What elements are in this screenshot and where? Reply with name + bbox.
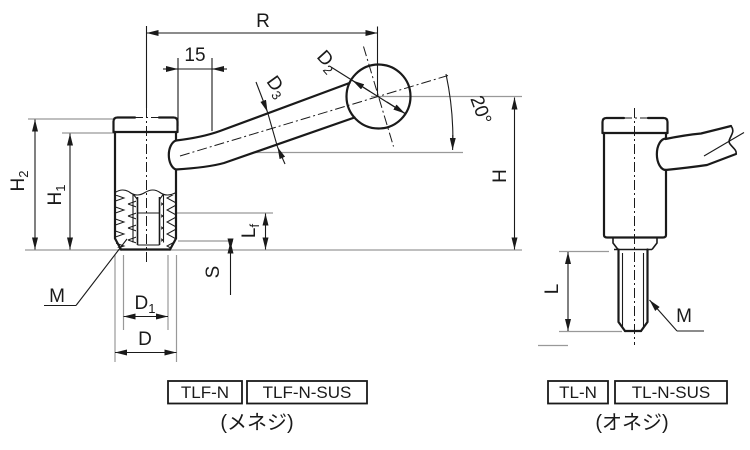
badge-tlf-n-sus-label: TLF-N-SUS: [263, 383, 352, 402]
label-M-side: M: [676, 306, 692, 327]
label-D: D: [138, 329, 152, 350]
dimension-lines: [32, 26, 704, 356]
badge-tl-n: [547, 380, 609, 405]
part-labels: TLF-N TLF-N-SUS (メネジ) TL-N TL-N-SUS (オネジ…: [167, 380, 728, 434]
label-D3: D3: [260, 72, 291, 102]
label-M-front: M: [49, 286, 65, 307]
caption-male-thread: (オネジ): [595, 412, 668, 434]
reference-lines: [25, 95, 622, 362]
label-R: R: [256, 11, 270, 32]
dimension-labels: R 15 D2 D3 20° H H2 H1 Lf S M D1 D L M: [8, 11, 692, 350]
label-H1: H1: [45, 185, 68, 206]
badge-tlf-n-label: TLF-N: [181, 383, 229, 402]
label-D1: D1: [135, 293, 156, 316]
front-view: [112, 46, 449, 263]
knob-circle: [345, 63, 412, 130]
label-H2: H2: [8, 171, 31, 192]
label-H: H: [490, 169, 511, 183]
badge-tlf-n: [167, 380, 243, 405]
label-S: S: [203, 266, 224, 279]
badge-tlf-n-sus: [246, 380, 368, 405]
badge-tl-n-sus-label: TL-N-SUS: [632, 383, 710, 402]
badge-tl-n-sus: [614, 380, 728, 405]
hatch-left-band: [116, 195, 136, 248]
label-angle: 20°: [465, 93, 495, 127]
label-D2: D2: [311, 47, 342, 78]
badge-tl-n-label: TL-N: [559, 383, 597, 402]
label-15: 15: [184, 45, 205, 66]
caption-female-thread: (メネジ): [220, 412, 293, 434]
label-Lf: Lf: [239, 224, 262, 239]
centerlines-front: [146, 46, 449, 263]
hatch-right-band: [161, 195, 176, 248]
label-L: L: [542, 284, 563, 295]
side-view: [601, 108, 745, 345]
